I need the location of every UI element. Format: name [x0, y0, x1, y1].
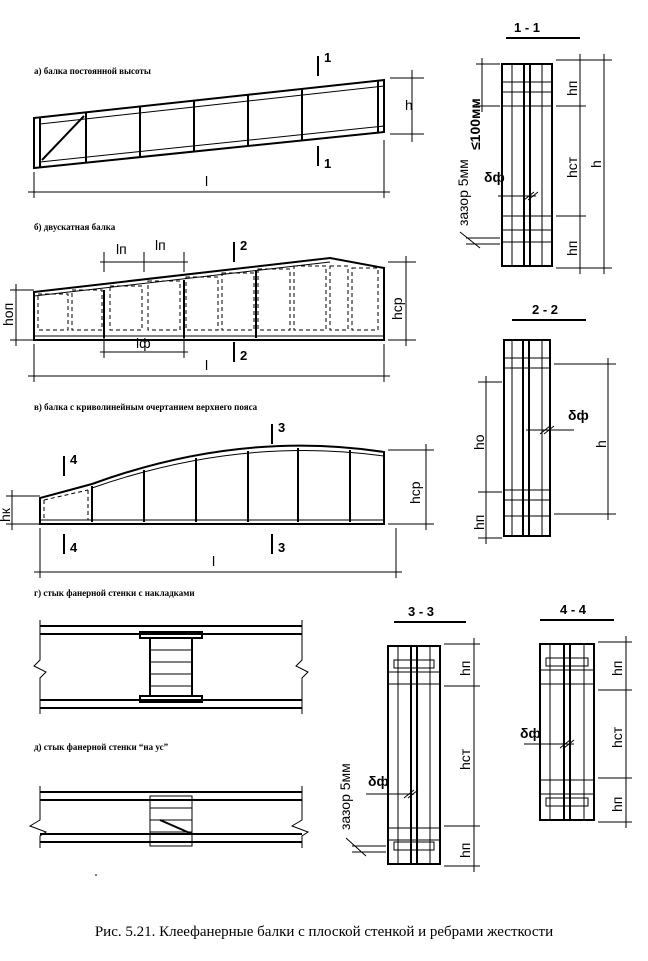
scarf-zone: [149, 795, 193, 847]
section-3-3: 3 - 3 hп hст hп зазор 5мм δф: [337, 604, 480, 872]
cut-4-bottom: 4: [70, 540, 78, 555]
beam-b-hsr-label: hср: [389, 297, 405, 320]
beam-a-ribs: [85, 89, 303, 163]
sec11-h: h: [588, 160, 604, 168]
beam-a-l-label: l: [205, 173, 208, 189]
sec44-hn-top: hп: [609, 661, 625, 676]
beam-v-hk-label: hк: [0, 507, 13, 522]
sec22-ho: hо: [471, 434, 487, 450]
joint-overlays: г) стык фанерной стенки с накладками: [33, 588, 309, 714]
figure-caption: Рис. 5.21. Клеефанерные балки с плоской …: [94, 924, 554, 940]
caption-d: д) стык фанерной стенки “на ус”: [34, 742, 169, 752]
sec11-hst: hст: [564, 156, 580, 178]
sec33-df: δф: [368, 773, 389, 789]
section-2-2: 2 - 2 hо hп h δф: [471, 302, 616, 544]
section-3-3-title: 3 - 3: [408, 604, 434, 619]
beam-a-outline: [33, 78, 385, 170]
caption-g: г) стык фанерной стенки с накладками: [34, 588, 195, 598]
caption-b: б) двускатная балка: [34, 222, 116, 232]
sec11-gap: зазор 5мм: [455, 159, 471, 226]
joint-scarf: д) стык фанерной стенки “на ус”: [28, 742, 310, 876]
beam-v-ribs: [91, 448, 351, 522]
sec33-hn-bottom: hп: [457, 843, 473, 858]
cut-1-top: 1: [324, 50, 331, 65]
beam-a-h-label: h: [405, 97, 413, 113]
section-4-4-outline: [539, 643, 595, 821]
sec22-hn: hп: [471, 515, 487, 530]
sec44-hn-bottom: hп: [609, 797, 625, 812]
sec11-hn-top: hп: [564, 81, 580, 96]
cut-2-bottom: 2: [240, 348, 247, 363]
section-4-4: 4 - 4 hп hст hп δф: [520, 602, 632, 828]
cut-2-top: 2: [240, 238, 247, 253]
cut-1-bottom: 1: [324, 156, 331, 171]
beam-b-ln-label-1: lп: [116, 241, 127, 257]
beam-b-l-label: l: [205, 357, 208, 373]
caption-v: в) балка с криволинейным очертанием верх…: [34, 402, 258, 412]
section-1-1-title: 1 - 1: [514, 20, 540, 35]
caption-a: а) балка постоянной высоты: [34, 66, 151, 76]
sec11-hn-bottom: hп: [564, 241, 580, 256]
sec33-hst: hст: [457, 748, 473, 770]
beam-v-l-label: l: [212, 553, 215, 569]
beam-b-panels: [37, 265, 379, 331]
section-1-1-outline: [501, 63, 553, 267]
section-4-4-title: 4 - 4: [560, 602, 587, 617]
overlay-plate: [149, 637, 193, 697]
sec11-max100: ≤100мм: [467, 98, 483, 150]
cut-3-bottom: 3: [278, 540, 285, 555]
section-1-1: 1 - 1 hп hст hп h зазор 5мм ≤100мм: [455, 20, 612, 274]
cut-3-top: 3: [278, 420, 285, 435]
section-3-3-outline: [387, 645, 441, 865]
beam-constant-height: а) балка постоянной высоты 1 1 h: [28, 50, 424, 198]
cut-4-top: 4: [70, 452, 78, 467]
beam-v-hsr-label: hср: [407, 481, 423, 504]
beam-b-ln-label-2: lп: [155, 237, 166, 253]
beam-gable: б) двускатная балка lп lп lф: [0, 222, 416, 382]
sec44-hst: hст: [609, 726, 625, 748]
sec11-df: δф: [484, 169, 505, 185]
beam-curved: в) балка с криволинейным очертанием верх…: [0, 402, 434, 578]
sec33-gap: зазор 5мм: [337, 763, 353, 830]
section-2-2-title: 2 - 2: [532, 302, 558, 317]
beam-b-hop-label: hоп: [0, 303, 16, 326]
beam-b-outline: [33, 256, 385, 341]
sec44-df: δф: [520, 725, 541, 741]
section-2-2-outline: [503, 339, 551, 537]
sec22-h: h: [593, 440, 609, 448]
beam-v-outline: [39, 444, 385, 525]
sec22-df: δф: [568, 407, 589, 423]
beam-b-lf-label: lф: [136, 335, 151, 351]
sec33-hn-top: hп: [457, 661, 473, 676]
